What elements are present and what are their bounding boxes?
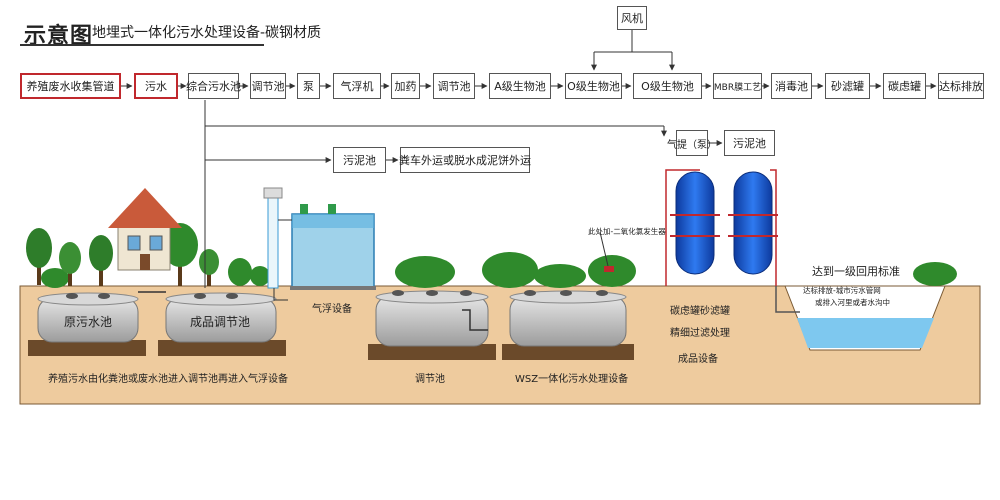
label-discharge-line1: 达标排放-城市污水管网: [803, 286, 881, 295]
flow-box-a-bio: A级生物池: [489, 73, 551, 99]
label-finished-device: 成品设备: [678, 354, 718, 365]
label-float-device: 气浮设备: [312, 304, 352, 315]
wsz-integrated-device: [502, 290, 634, 360]
label-discharge-line2: 或排入河里或者水沟中: [815, 298, 890, 307]
label-bottom-note: 养殖污水由化粪池或废水池进入调节池再进入气浮设备: [48, 374, 288, 385]
label-raw-tank: 原污水池: [64, 315, 113, 329]
flow-box-regulating-1: 调节池: [250, 73, 286, 99]
flow-box-sewage: 污水: [134, 73, 178, 99]
flow-box-o-bio-2: O级生物池: [633, 73, 702, 99]
flow-box-regulating-2: 调节池: [433, 73, 475, 99]
label-wsz-device: WSZ一体化污水处理设备: [515, 374, 629, 385]
carbon-sand-filter-tanks: [665, 169, 800, 313]
flow-box-air-lift: 气提（泵）: [667, 130, 717, 156]
title-underline: [20, 44, 264, 46]
air-flotation-machine: [263, 187, 376, 301]
label-finished-tank: 成品调节池: [190, 315, 251, 329]
label-chlorine: 此处加-二氧化氯发生器: [588, 227, 666, 236]
label-reg-tank: 调节池: [415, 374, 445, 385]
bushes: [41, 252, 957, 288]
flow-box-collection-pipe: 养殖废水收集管道: [20, 73, 121, 99]
house-illustration: [108, 188, 182, 271]
flow-box-carbon-filter: 碳虑罐: [883, 73, 926, 99]
flow-box-fan: 风机: [617, 6, 647, 30]
chlorine-generator: [604, 266, 614, 272]
flow-box-sludge-pool-right: 污泥池: [724, 130, 775, 156]
diagram-title-sub: 地埋式一体化污水处理设备-碳钢材质: [92, 25, 322, 41]
flow-box-sand-filter: 砂滤罐: [825, 73, 870, 99]
flow-box-mbr: MBR膜工艺: [713, 73, 762, 99]
connecting-pipe: [462, 309, 488, 331]
flow-box-sludge-transport: 粪车外运或脱水成泥饼外运: [399, 147, 531, 173]
flow-box-pump: 泵: [297, 73, 320, 99]
flow-box-discharge: 达标排放: [938, 73, 984, 99]
trees: [26, 223, 219, 286]
label-filter-line1: 碳虑罐砂滤罐: [670, 306, 730, 317]
flow-box-sludge-pool-left: 污泥池: [333, 147, 386, 173]
raw-sewage-tank: [28, 292, 146, 356]
flow-connectors: [121, 30, 937, 288]
finished-regulating-tank: [158, 292, 286, 356]
flow-box-o-bio-1: O级生物池: [565, 73, 622, 99]
flow-box-disinfection: 消毒池: [771, 73, 812, 99]
label-standard: 达到一级回用标准: [812, 265, 900, 278]
regulating-tank: [368, 290, 496, 360]
flow-box-mixed-pool: 综合污水池: [186, 73, 241, 99]
label-filter-line2: 精细过滤处理: [670, 328, 730, 339]
flow-box-dosing: 加药: [391, 73, 420, 99]
flow-box-air-flotation: 气浮机: [333, 73, 381, 99]
river-water: [797, 318, 934, 348]
